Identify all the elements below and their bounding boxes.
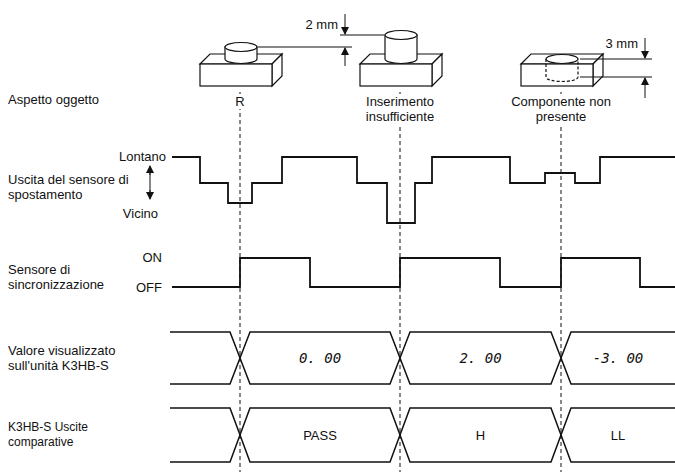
display-value: 0. 00 [240,332,400,384]
sync-signal [172,258,675,287]
bus-outline-path [561,332,675,384]
bus-outline-path [400,408,561,462]
bus-lead [170,408,240,462]
dimension-text: 2 mm [290,17,338,32]
dimension-2mm [258,14,384,66]
bus-value: H [400,428,561,443]
level-label: ON [122,250,162,265]
row-label: Valore visualizzato sull'unità K3HB-S [8,343,158,373]
display-value: 2. 00 [400,332,561,384]
bus-outline-path [240,408,400,462]
level-label: OFF [122,280,162,295]
dimension-text: 3 mm [592,36,638,51]
comparative-output: H [400,408,561,462]
comparative-output: PASS [240,408,400,462]
bus-value: -3. 00 [561,350,675,366]
bus-outline-path [561,408,675,462]
level-label: Lontano [100,149,166,164]
bus-value: 2. 00 [400,350,561,366]
bus-value: 0. 00 [240,350,400,366]
row-label: Aspetto oggetto [8,92,128,107]
row-label: Sensore di sincronizzazione [8,262,120,292]
row-label: Uscita del sensore di spostamento [8,172,136,202]
bus-value: PASS [240,428,400,443]
comparative-output: LL [561,408,675,462]
bus-outline-path [240,332,400,384]
bus-value: LL [561,428,675,443]
near-far-arrow [150,166,151,199]
display-value: -3. 00 [561,332,675,384]
level-label: Vicino [100,206,158,221]
bus-outline-path [400,332,561,384]
displacement-signal [172,157,675,223]
bus-lead [170,332,240,384]
object-label: Componente non presente [511,94,611,124]
object-ok [200,43,282,87]
object-raised [360,31,442,87]
object-label: Inserimento insufficiente [350,94,450,124]
object-label: R [230,94,250,109]
row-label: K3HB-S Uscite comparative [8,420,126,450]
